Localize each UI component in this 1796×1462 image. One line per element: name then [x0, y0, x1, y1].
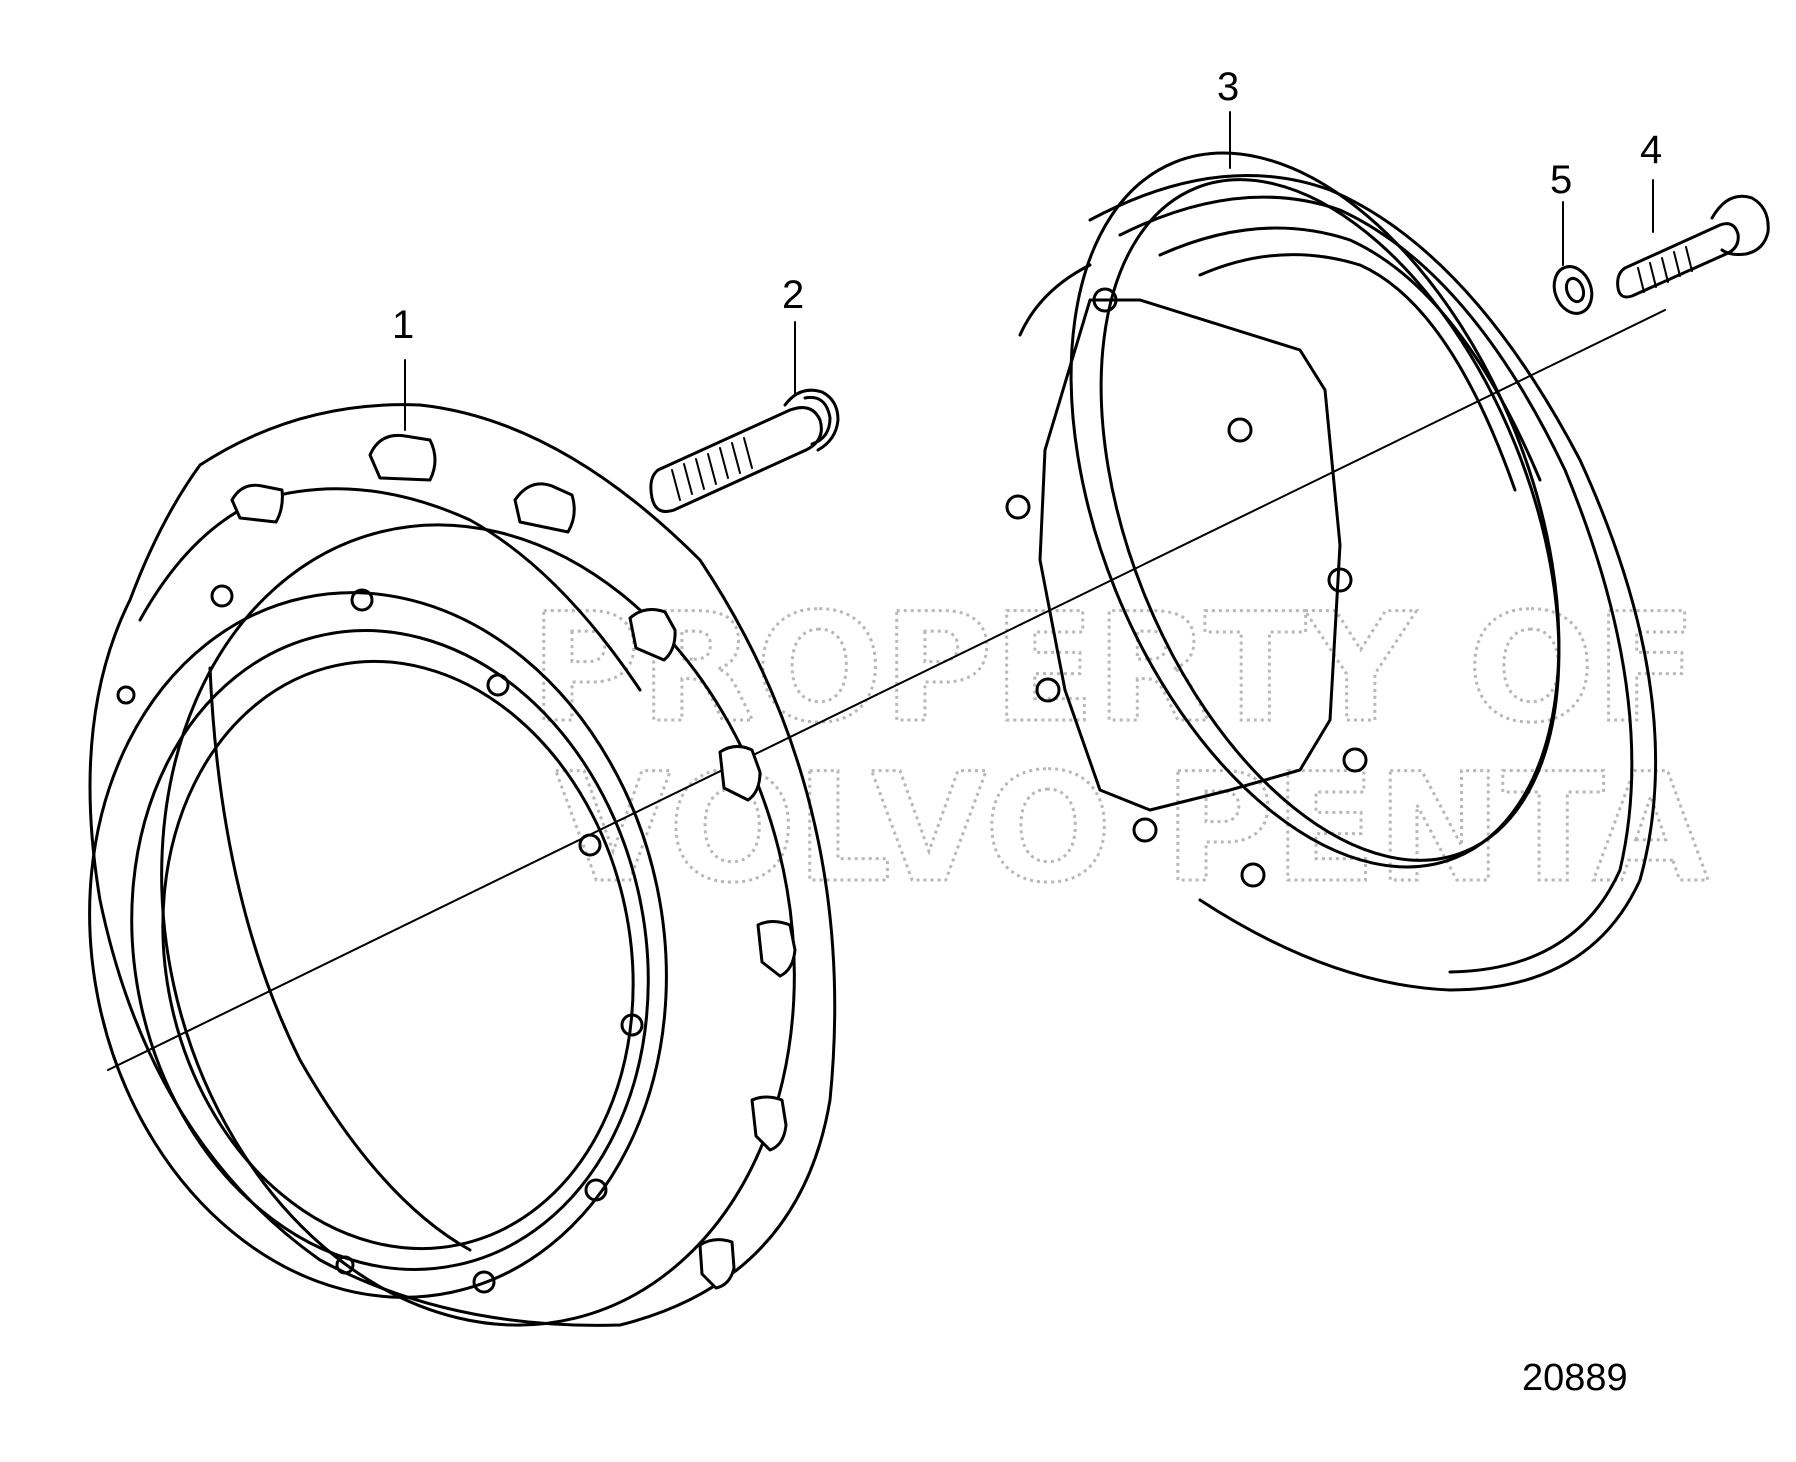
part-3-cover: [1005, 151, 1658, 992]
callout-1: 1: [392, 303, 414, 347]
callout-5: 5: [1550, 158, 1572, 202]
callout-3: 3: [1217, 65, 1239, 109]
callout-2: 2: [782, 273, 804, 317]
center-axis: [107, 309, 1666, 1071]
part-2-bolt: [649, 388, 840, 513]
part-1-housing: [88, 403, 837, 1327]
leader-lines: [404, 111, 1654, 431]
part-4-bolt: [1616, 194, 1770, 299]
callouts: 1 2 3 4 5: [392, 65, 1662, 347]
callout-4: 4: [1640, 128, 1662, 172]
figure-number: 20889: [1522, 1357, 1628, 1399]
part-5-washer: [1552, 265, 1594, 315]
watermark-line-1: PROPERTY OF: [530, 582, 1697, 756]
watermark: PROPERTY OF VOLVO PENTA: [529, 581, 1711, 918]
